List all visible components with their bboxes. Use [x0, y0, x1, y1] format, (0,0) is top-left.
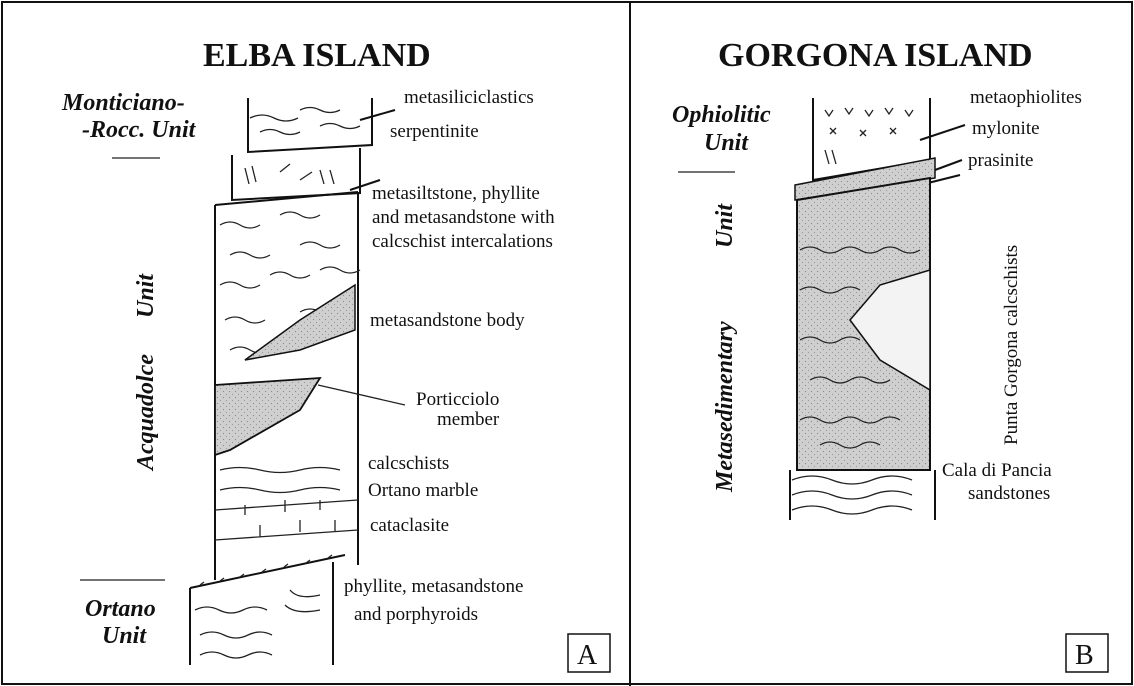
label-cataclasite: cataclasite: [370, 515, 449, 536]
unit-ortano-line1: Ortano: [85, 596, 156, 622]
panel-b-title: GORGONA ISLAND: [718, 37, 1033, 74]
porticciolo-member: [215, 378, 320, 455]
unit-metasedimentary-suffix: Unit: [712, 203, 738, 248]
metasandstone-body-lens: [245, 285, 355, 360]
label-punta-gorgona: Punta Gorgona calcschists: [1001, 245, 1022, 445]
unit-acquadolce: Acquadolce: [133, 354, 159, 472]
label-cala-di-pancia-1: Cala di Pancia: [942, 460, 1052, 481]
unit-monticiano-line2: -Rocc. Unit: [82, 117, 197, 143]
column-b: [790, 98, 965, 520]
label-mylonite: mylonite: [972, 118, 1040, 139]
unit-ophiolitic-line2: Unit: [704, 130, 749, 156]
panel-a-title: ELBA ISLAND: [203, 37, 431, 74]
label-porticciolo-1: Porticciolo: [416, 389, 499, 410]
label-porticciolo-2: member: [437, 409, 500, 430]
unit-metasedimentary: Metasedimentary: [712, 321, 738, 493]
label-serpentinite: serpentinite: [390, 121, 479, 142]
cataclasite-fault: [190, 555, 345, 588]
label-metasiltstone-1: metasiltstone, phyllite: [372, 183, 540, 204]
unit-acquadolce-suffix: Unit: [133, 273, 159, 318]
panel-b: GORGONA ISLAND Ophiolitic Unit Metasedim…: [672, 37, 1108, 672]
label-prasinite: prasinite: [968, 150, 1033, 171]
label-metaophiolites: metaophiolites: [970, 87, 1082, 108]
label-phyllite-2: and porphyroids: [354, 604, 478, 625]
panel-b-letter: B: [1075, 640, 1094, 671]
label-ortano-marble: Ortano marble: [368, 480, 478, 501]
panel-a: ELBA ISLAND Monticiano- -Rocc. Unit Acqu…: [61, 37, 610, 672]
porticciolo-leader: [318, 385, 405, 405]
serpentinite-layer: [232, 148, 360, 200]
label-cala-di-pancia-2: sandstones: [968, 483, 1050, 504]
label-metasiltstone-3: calcschist intercalations: [372, 231, 553, 252]
metasiliciclastics-layer: [248, 98, 372, 152]
label-metasiltstone-2: and metasandstone with: [372, 207, 555, 228]
panel-a-letter: A: [577, 640, 598, 671]
ortano-marble-pattern: [215, 500, 358, 540]
label-phyllite-1: phyllite, metasandstone: [344, 576, 523, 597]
label-metasandstone-body: metasandstone body: [370, 310, 525, 331]
label-metasiliciclastics: metasiliciclastics: [404, 87, 534, 108]
ortano-column: [190, 562, 333, 665]
unit-monticiano-line1: Monticiano-: [61, 90, 185, 116]
unit-ortano-line2: Unit: [102, 623, 147, 649]
unit-ophiolitic-line1: Ophiolitic: [672, 102, 771, 128]
label-calcschists: calcschists: [368, 453, 449, 474]
